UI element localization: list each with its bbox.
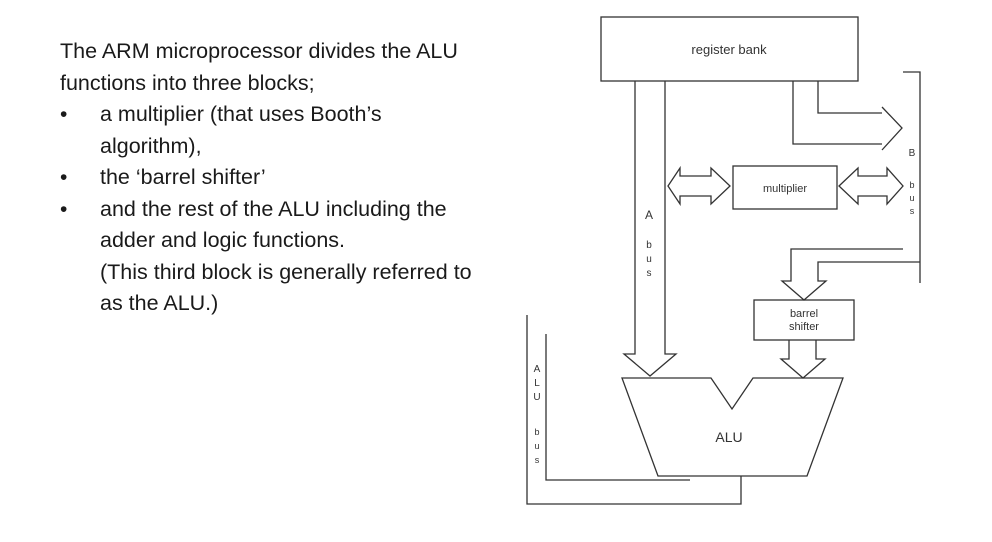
- b-bus-label-letter: s: [910, 206, 915, 216]
- b-bus-label-letter: B: [909, 148, 916, 159]
- multiplier-label: multiplier: [763, 183, 807, 195]
- alu-label: ALU: [715, 429, 742, 445]
- barrel-label-line2: shifter: [789, 321, 819, 333]
- multiplier-b-bus-arrow: [838, 166, 904, 206]
- alu-bus-label-letter: u: [534, 441, 539, 451]
- alu-bus-line: [526, 315, 742, 505]
- bullet-multiplier-label: a multiplier (that uses Booth’s algorith…: [100, 102, 382, 158]
- b-bus-to-shifter-arrow: [780, 248, 920, 301]
- b-bus-label-letter: b: [909, 180, 914, 190]
- register-bank-box: [600, 16, 859, 82]
- bullet-alu: and the rest of the ALU including the ad…: [60, 194, 480, 320]
- shifter-output-arrow: [779, 340, 827, 379]
- barrel-shifter-box: [753, 299, 855, 341]
- function-block-list: a multiplier (that uses Booth’s algorith…: [60, 99, 480, 320]
- alu-bus-label-letter: b: [534, 427, 539, 437]
- a-bus-arrow: [622, 81, 678, 377]
- bullet-barrel-shifter-label: the ‘barrel shifter’: [100, 165, 266, 189]
- b-bus-line: [903, 71, 921, 283]
- bullet-alu-label: and the rest of the ALU including the ad…: [100, 196, 447, 253]
- a-bus-multiplier-arrow: [667, 165, 731, 207]
- bullet-multiplier: a multiplier (that uses Booth’s algorith…: [60, 99, 480, 162]
- a-bus-label-letter: u: [646, 254, 652, 265]
- description-text: The ARM microprocessor divides the ALU f…: [60, 36, 480, 320]
- alu-bus-label-letter: U: [533, 392, 540, 403]
- a-bus-label-letter: b: [646, 240, 652, 251]
- bullet-alu-note: (This third block is generally referred …: [100, 259, 472, 316]
- bullet-barrel-shifter: the ‘barrel shifter’: [60, 162, 480, 194]
- a-bus-label-letter: s: [647, 268, 652, 279]
- barrel-label-line1: barrel: [790, 308, 818, 320]
- alu-bus-label-letter: A: [534, 364, 541, 375]
- b-bus-label-letter: u: [909, 193, 914, 203]
- alu-shape: [621, 377, 844, 477]
- register-to-b-bus-arrow: [792, 81, 903, 151]
- register-bank-label: register bank: [691, 42, 767, 57]
- alu-bus-label-letter: L: [534, 378, 540, 389]
- alu-bus-label-letter: s: [535, 455, 540, 465]
- intro-text: The ARM microprocessor divides the ALU f…: [60, 39, 458, 95]
- a-bus-label-letter: A: [645, 208, 653, 222]
- multiplier-box: [732, 165, 838, 210]
